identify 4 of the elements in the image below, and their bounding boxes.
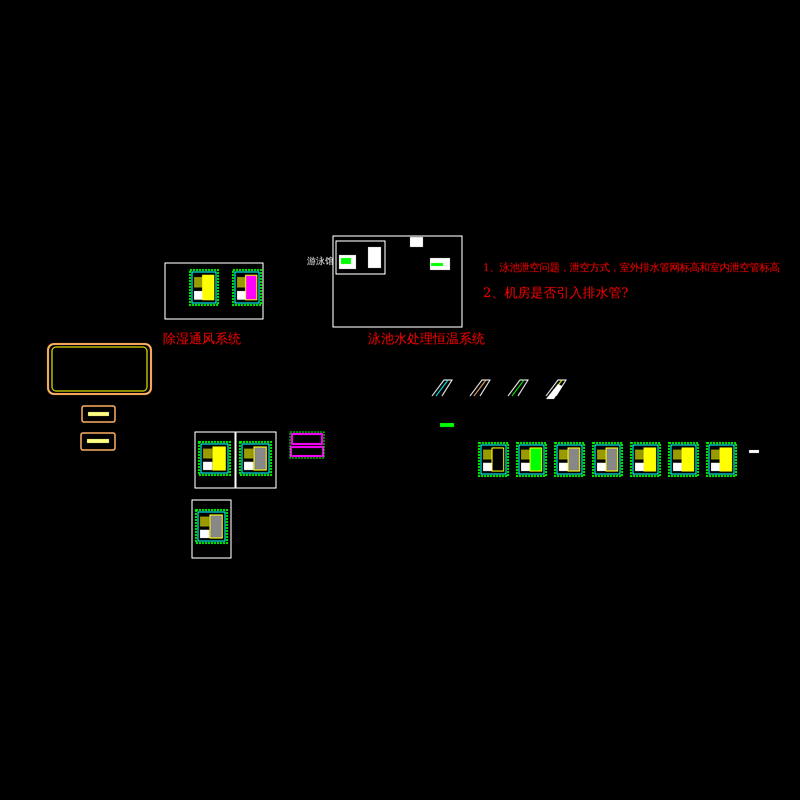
note-text: 1、泳池泄空问题，泄空方式，室外排水管网标高和室内泄空管标高 xyxy=(483,263,780,274)
note-text: 2、机房是否引入排水管? xyxy=(483,287,628,302)
sheet-caption: 除湿通风系统 xyxy=(163,333,241,348)
sheet-caption: 泳池水处理恒温系统 xyxy=(368,333,485,348)
